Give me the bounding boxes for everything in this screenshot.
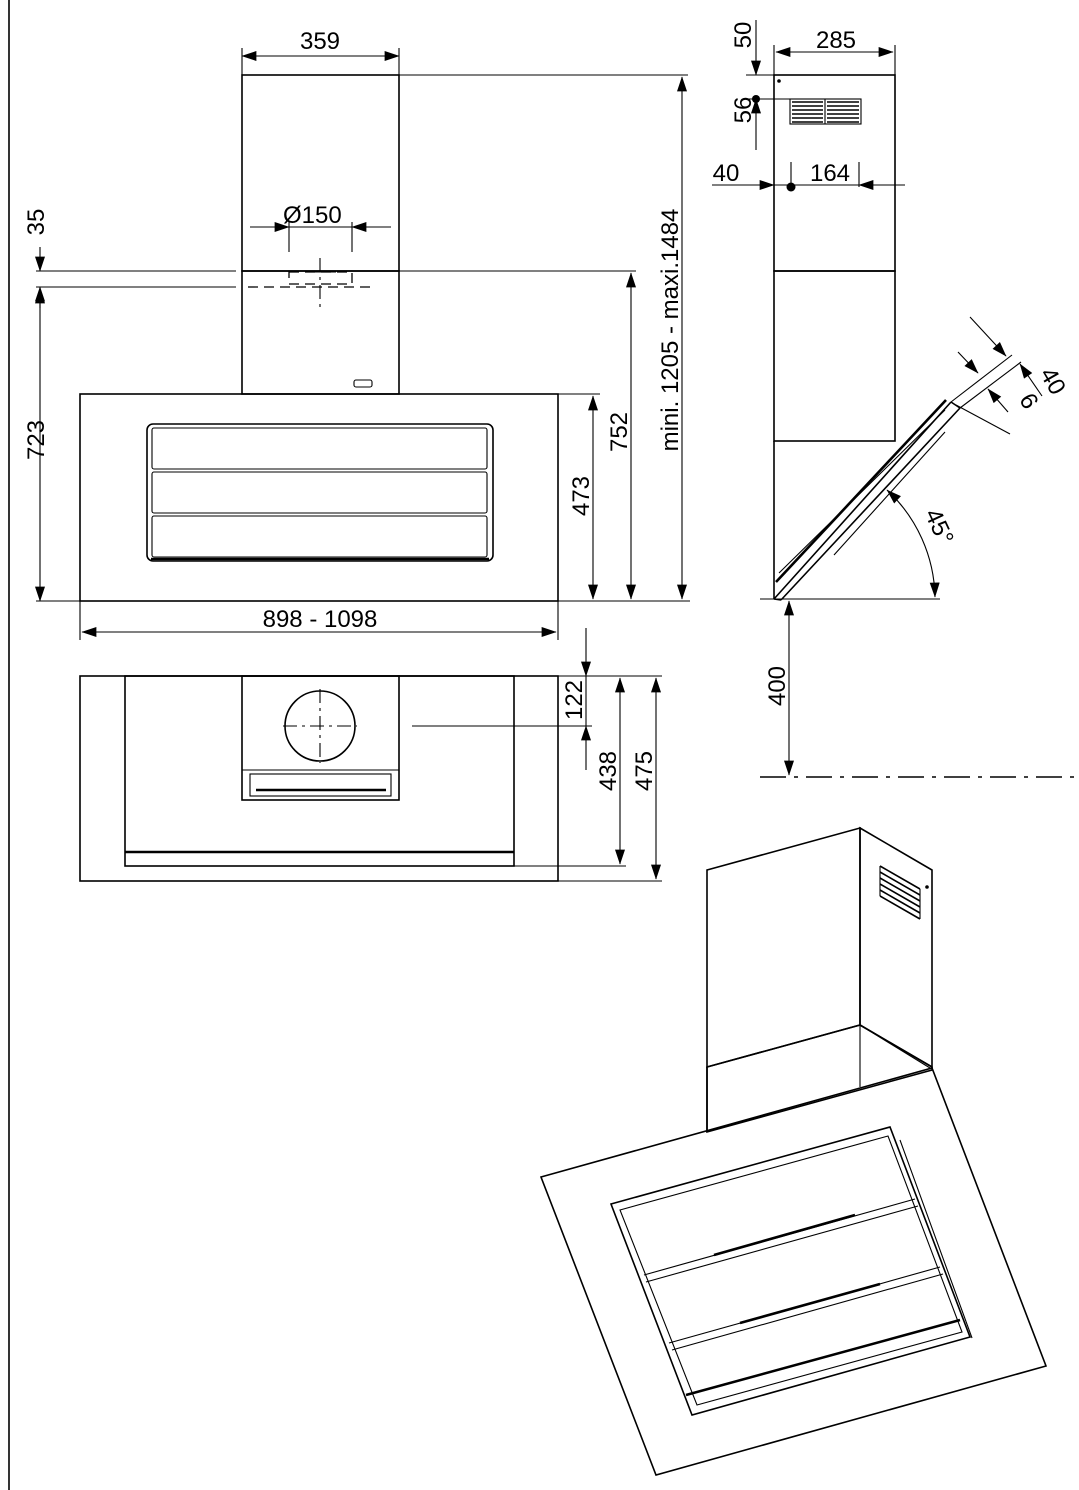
front-view: 359 Ø150 35 723 752 473 mini. 1205 - max… bbox=[23, 28, 690, 640]
chimney-footprint bbox=[241, 675, 400, 801]
dim-chimney-depth: 285 bbox=[816, 27, 856, 54]
iso-vent-grille bbox=[879, 865, 921, 920]
iso-glass-panel bbox=[539, 1067, 1048, 1476]
dim-total-height: mini. 1205 - maxi.1484 bbox=[657, 209, 684, 452]
dim-height-above-hob: 400 bbox=[764, 666, 791, 706]
dim-outlet-offset: 35 bbox=[23, 209, 50, 236]
dim-wall-offset: 40 bbox=[713, 160, 740, 187]
dim-vent-offset: 56 bbox=[730, 97, 757, 124]
side-chimney-lower bbox=[773, 270, 896, 442]
dim-height-723: 723 bbox=[23, 420, 50, 460]
dim-depth-438: 438 bbox=[595, 751, 622, 791]
chimney-upper bbox=[241, 74, 400, 272]
top-view: 122 438 475 bbox=[79, 628, 662, 882]
dim-canopy-height: 473 bbox=[568, 476, 595, 516]
side-view: 50 285 56 40 164 40 6 45° 4 bbox=[712, 20, 1079, 778]
control-button bbox=[353, 379, 373, 388]
dim-duct-diameter: 150 bbox=[302, 202, 342, 229]
dim-height-752: 752 bbox=[606, 412, 633, 452]
isometric-view bbox=[539, 826, 1048, 1476]
dim-width: 898 - 1098 bbox=[263, 606, 378, 633]
dim-diameter-symbol: Ø bbox=[283, 202, 302, 229]
dim-chimney-width: 359 bbox=[300, 28, 340, 55]
dim-panel-angle: 45° bbox=[919, 505, 959, 549]
dim-depth-475: 475 bbox=[631, 751, 658, 791]
filter-frame bbox=[146, 423, 494, 562]
dim-duct-offset: 122 bbox=[561, 680, 588, 720]
dim-top-offset: 50 bbox=[730, 22, 757, 49]
top-outline bbox=[79, 675, 559, 882]
canopy-glass bbox=[79, 393, 559, 602]
svg-text:Ø150: Ø150 bbox=[283, 202, 342, 229]
dim-panel-gap: 6 bbox=[1013, 389, 1043, 414]
vent-grille bbox=[789, 98, 862, 125]
dim-bracket-spacing: 164 bbox=[810, 160, 850, 187]
